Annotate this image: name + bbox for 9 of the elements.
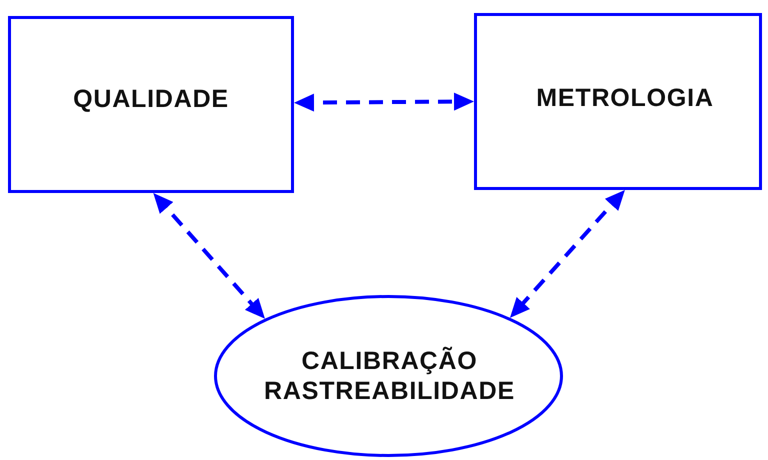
node-label: QUALIDADE — [73, 84, 229, 114]
ellipse-node — [214, 295, 563, 457]
dashed-double-arrow — [510, 190, 625, 318]
process-box — [474, 13, 762, 190]
dashed-double-arrow — [294, 92, 474, 112]
node-label: CALIBRAÇÃO RASTREABILIDADE — [263, 346, 516, 406]
process-box — [8, 16, 294, 193]
dashed-double-arrow — [153, 193, 265, 319]
node-label: METROLOGIA — [536, 82, 714, 112]
